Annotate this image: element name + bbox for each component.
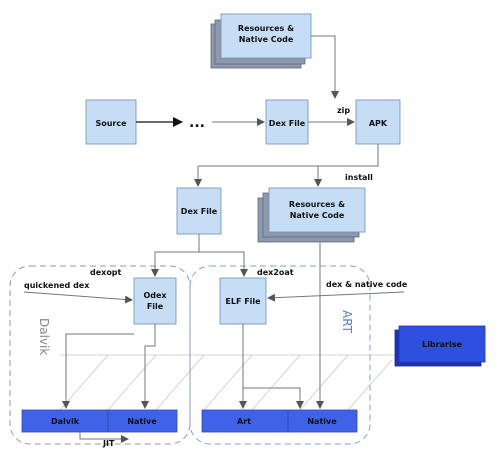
elf-file-label: ELF File <box>225 297 261 306</box>
resources-to-apk-arrow <box>311 35 339 99</box>
apk-install-line <box>198 144 379 167</box>
dex-native-code-arrow <box>267 291 405 302</box>
resources-top-node: Resources & Native Code <box>210 13 312 69</box>
elf-to-art-native-arrow <box>243 387 304 409</box>
source-label: Source <box>95 119 127 128</box>
art-region-label: ART <box>340 310 354 334</box>
quickened-dex-label: quickened dex <box>24 281 90 290</box>
dalvik-region-label: Dalvik <box>37 318 51 355</box>
dalvik-bar-native-label: Native <box>127 417 157 426</box>
dex2oat-label: dex2oat <box>257 268 294 277</box>
zip-label: zip <box>337 106 350 115</box>
odex-file-label-1: Odex <box>143 291 167 300</box>
odex-file-label-2: File <box>147 302 164 311</box>
dex-split-line <box>155 234 200 253</box>
resources-mid-label-1: Resources & <box>289 200 345 209</box>
ellipsis: ... <box>189 115 205 131</box>
resources-top-label-2: Native Code <box>239 35 294 44</box>
dexopt-label: dexopt <box>90 268 122 277</box>
jit-label: JIT <box>102 439 115 448</box>
odex-file-node: Odex File <box>133 277 177 325</box>
resources-top-label-1: Resources & <box>238 24 294 33</box>
resources-mid-node: Resources & Native Code <box>257 187 366 243</box>
libraries-node: Librarise <box>394 325 486 367</box>
dex-file-top-node: Dex File <box>265 99 309 145</box>
odex-to-native-arrow <box>141 324 156 409</box>
apk-node: APK <box>355 99 401 145</box>
quickened-dex-arrow <box>23 291 133 304</box>
install-label: install <box>345 173 373 182</box>
dex-file-mid-node: Dex File <box>176 187 222 235</box>
art-runtime-bar: Art Native <box>201 409 358 433</box>
dex-file-mid-label: Dex File <box>181 207 218 216</box>
art-bar-native-label: Native <box>307 417 337 426</box>
dalvik-bar-dalvik-label: Dalvik <box>51 417 80 426</box>
odex-left-to-dalvik-arrow <box>62 333 134 409</box>
dex-native-code-label: dex & native code <box>326 280 408 289</box>
resources-mid-label-2: Native Code <box>290 211 345 220</box>
jit-arrow <box>79 432 129 443</box>
dex-to-elf-arrow <box>199 251 248 277</box>
elf-file-node: ELF File <box>219 277 267 325</box>
dalvik-runtime-bar: Dalvik Native <box>21 409 178 433</box>
dex-file-top-label: Dex File <box>269 119 306 128</box>
apk-label: APK <box>369 119 388 128</box>
source-node: Source <box>85 99 137 145</box>
background-guides <box>59 354 395 411</box>
libraries-label: Librarise <box>422 340 462 349</box>
art-bar-art-label: Art <box>237 417 251 426</box>
art-region <box>189 265 371 445</box>
